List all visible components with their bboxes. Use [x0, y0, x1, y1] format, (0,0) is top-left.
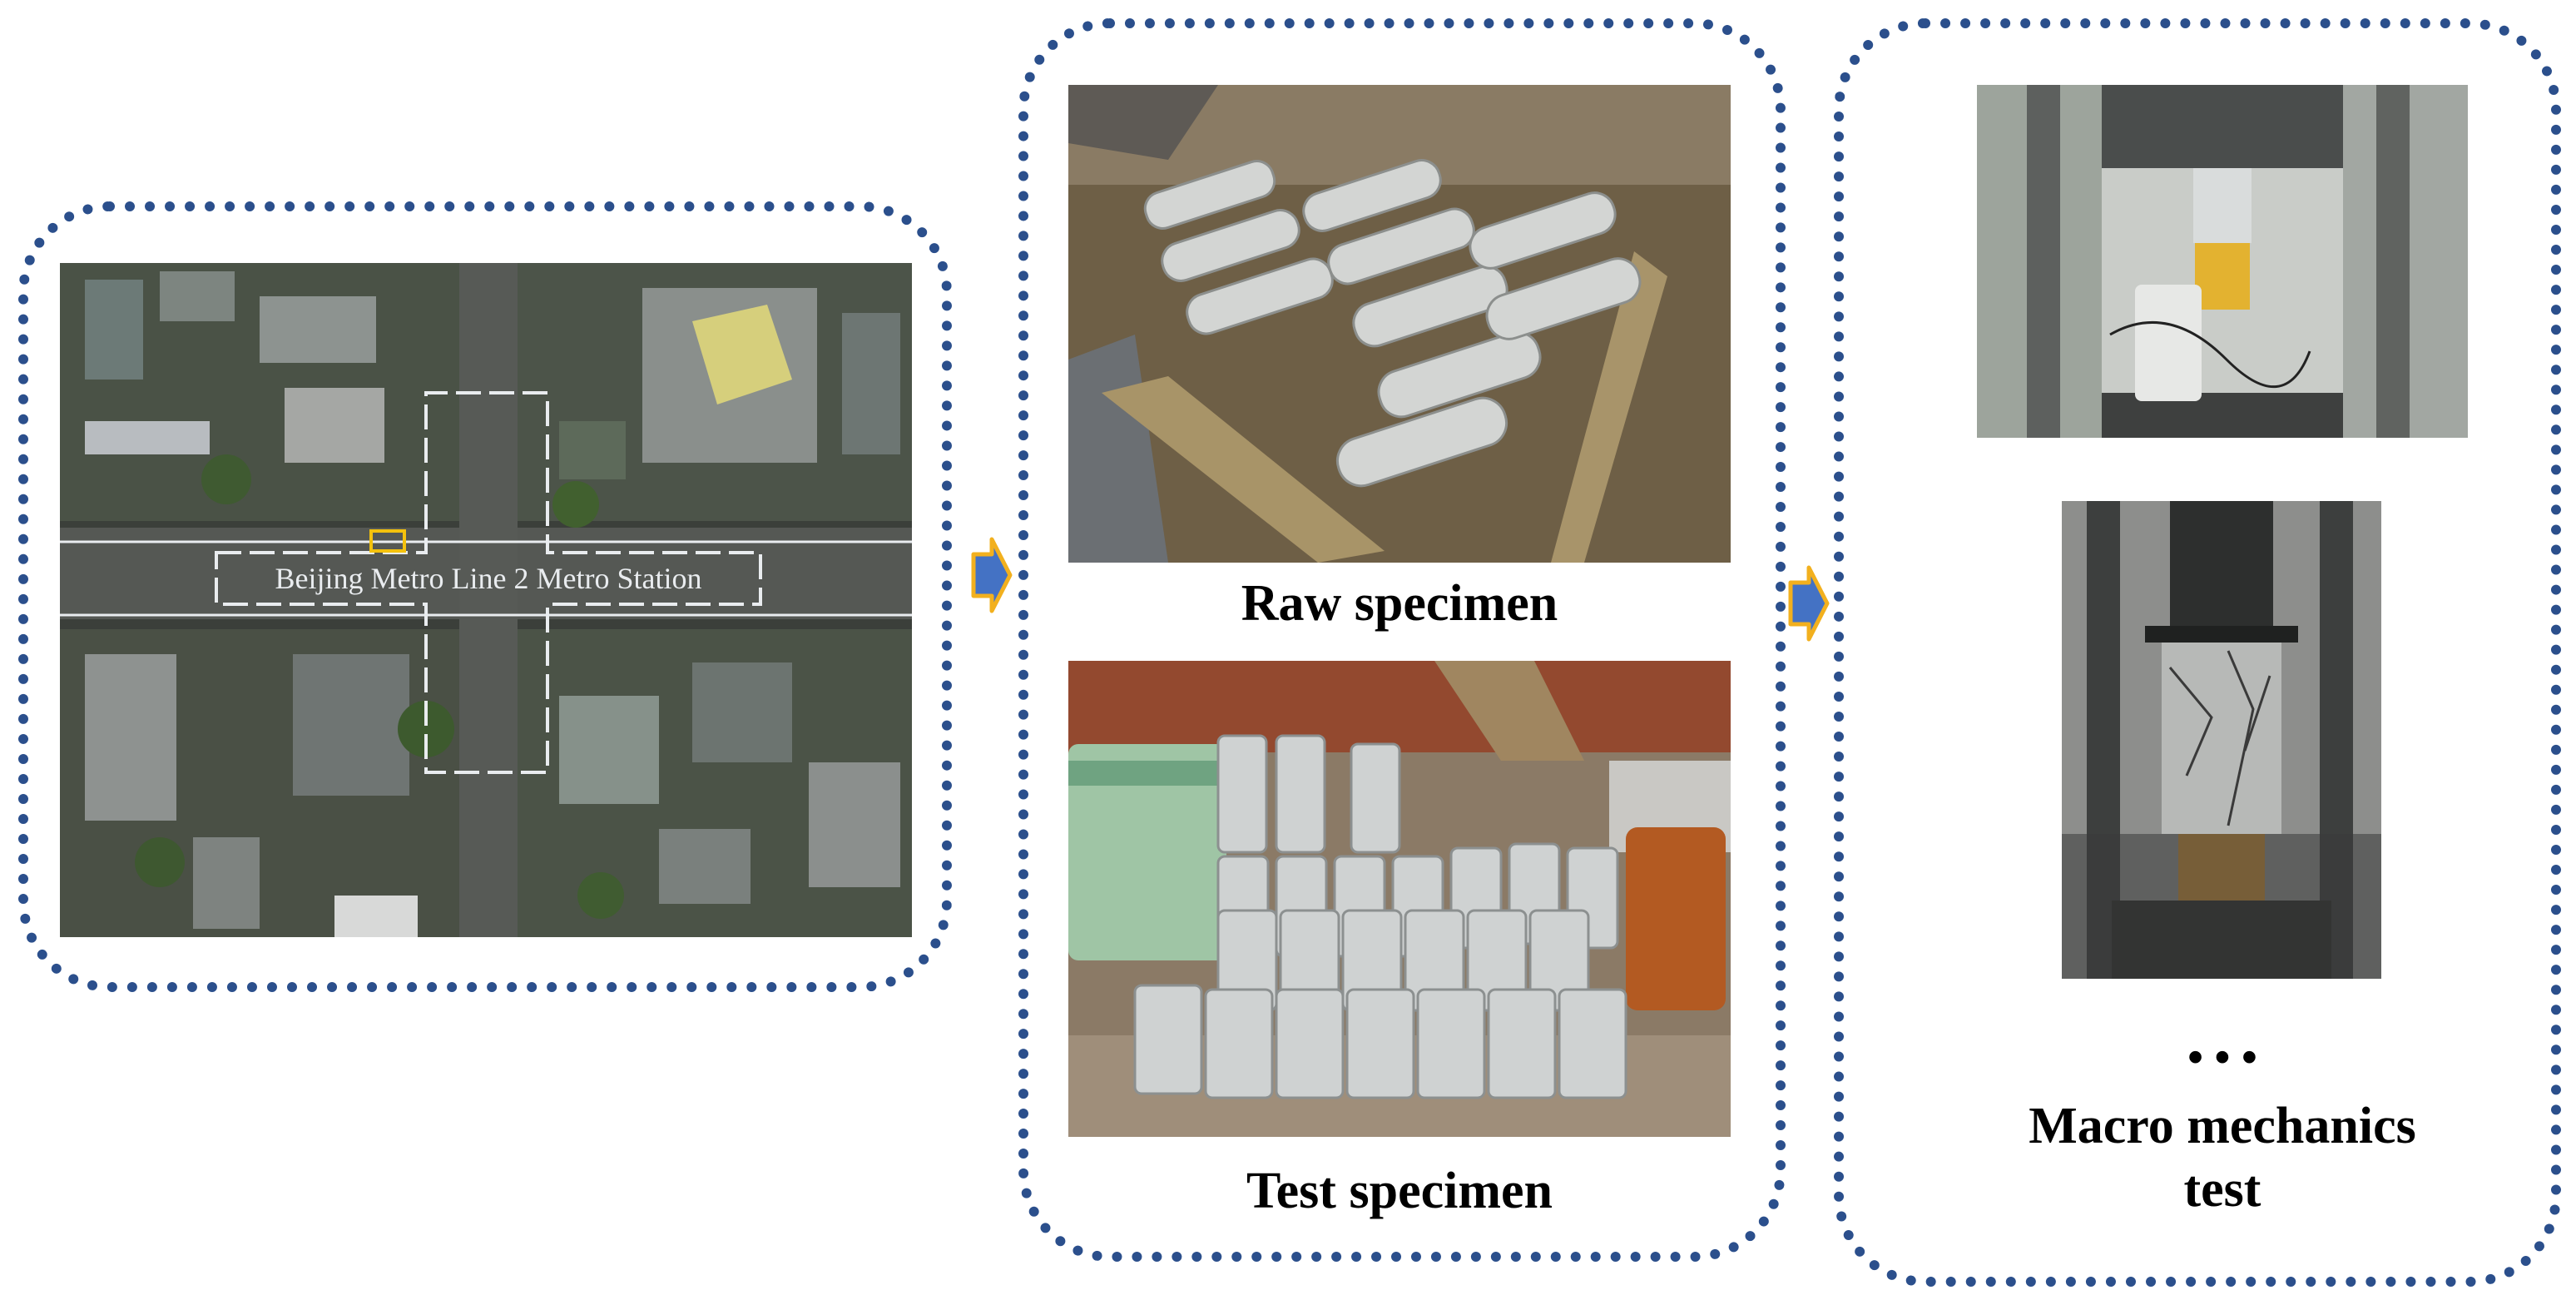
ellipsis: • • • — [2187, 1032, 2257, 1082]
raw-specimen-photo — [1068, 85, 1731, 563]
test-specimen-caption: Test specimen — [1246, 1163, 1553, 1219]
station-label: Beijing Metro Line 2 Metro Station — [275, 562, 702, 595]
flow-arrow-icon — [971, 537, 1013, 613]
satellite-map-image: Beijing Metro Line 2 Metro Station — [60, 263, 912, 937]
test-specimen-photo — [1068, 661, 1731, 1137]
raw-specimen-caption: Raw specimen — [1241, 575, 1558, 632]
mechanics-test-panel — [1834, 18, 2561, 1287]
site-panel — [18, 201, 952, 992]
specimen-panel — [1018, 18, 1786, 1262]
mechanics-test-caption-line1: Macro mechanics — [2029, 1098, 2416, 1154]
test-machine-photo — [1977, 85, 2468, 438]
mechanics-test-caption-line2: test — [2183, 1161, 2261, 1218]
flow-arrow-icon — [1788, 565, 1830, 642]
loaded-specimen-photo — [2062, 501, 2381, 979]
